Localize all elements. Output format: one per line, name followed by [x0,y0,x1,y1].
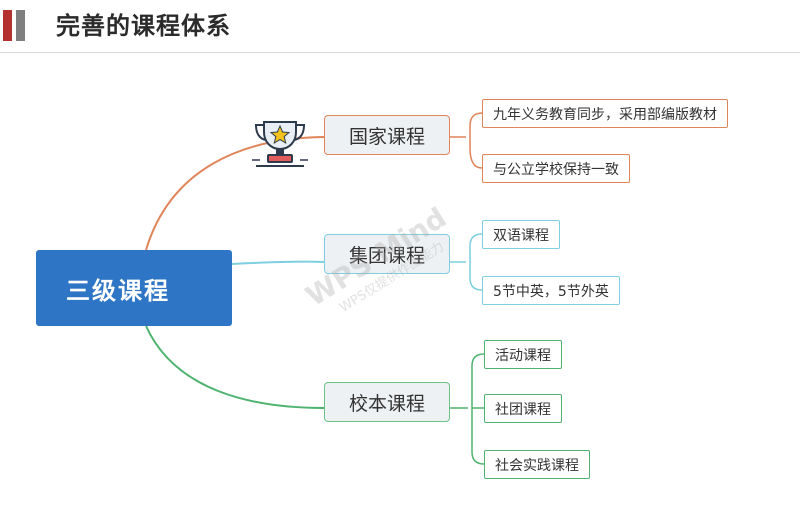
link-branch-1-leaf-1 [469,112,483,127]
leaf-label: 九年义务教育同步，采用部编版教材 [493,106,717,123]
root-node[interactable]: 三级课程 [36,250,232,326]
link-branch-1-bracket [450,126,471,148]
header-divider [0,52,800,53]
leaf-label: 与公立学校保持一致 [493,161,619,178]
link-branch-2-leaf-2 [469,277,483,291]
leaf-school-1[interactable]: 活动课程 [484,340,562,369]
branch-label: 集团课程 [348,244,425,267]
link-branch-1-leaf-2 [469,147,483,169]
branch-group-course[interactable]: 集团课程 [324,234,450,274]
link-branch-2-bracket [450,246,471,278]
link-branch-3-bracket [450,366,473,452]
branch-label: 国家课程 [348,125,425,148]
link-branch-3-leaf-3 [471,451,485,465]
leaf-label: 活动课程 [495,347,551,364]
leaf-school-3[interactable]: 社会实践课程 [484,450,590,479]
header: 完善的课程体系 [0,8,800,44]
link-branch-3-leaf-1 [471,353,485,367]
leaf-label: 社会实践课程 [495,457,579,474]
link-root-branch-3 [145,325,325,409]
branch-label: 校本课程 [348,392,425,415]
branch-national-course[interactable]: 国家课程 [324,115,450,155]
trophy-icon [252,121,308,167]
link-root-branch-2 [231,260,325,265]
header-accent-gray [16,10,25,41]
branch-school-course[interactable]: 校本课程 [324,382,450,422]
leaf-label: 双语课程 [493,227,549,244]
leaf-label: 5节中英，5节外英 [493,283,609,300]
page-title: 完善的课程体系 [56,12,231,40]
leaf-group-1[interactable]: 双语课程 [482,220,560,249]
leaf-group-2[interactable]: 5节中英，5节外英 [482,276,620,305]
link-branch-2-leaf-1 [469,233,483,247]
leaf-label: 社团课程 [495,401,551,418]
root-label: 三级课程 [66,276,170,305]
leaf-national-2[interactable]: 与公立学校保持一致 [482,154,630,183]
leaf-school-2[interactable]: 社团课程 [484,394,562,423]
leaf-national-1[interactable]: 九年义务教育同步，采用部编版教材 [482,99,728,128]
header-accent-red [3,10,12,41]
